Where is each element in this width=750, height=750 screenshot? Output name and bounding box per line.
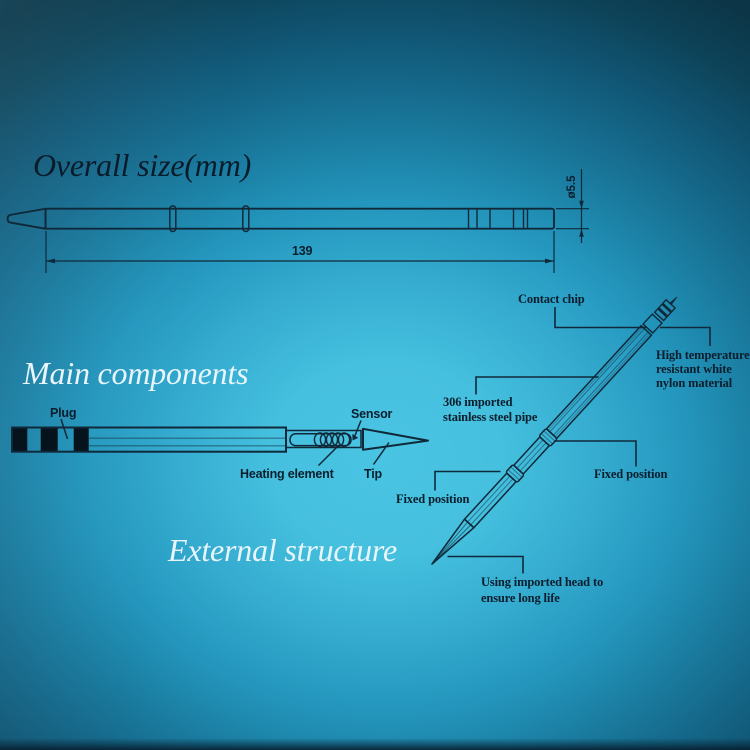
pipe-leader: [475, 376, 599, 395]
head-leader: [447, 555, 524, 574]
overall-size-drawing: [6, 169, 589, 273]
fixed-position-right-label: Fixed position: [594, 467, 668, 481]
sensor-label: Sensor: [351, 407, 393, 421]
section-title-overall-size: Overall size(mm): [33, 147, 252, 183]
segment-joints: [467, 209, 529, 228]
pipe-label-line1: 306 imported: [443, 395, 513, 409]
heating-element-label: Heating element: [240, 467, 334, 481]
sensor-arrowhead: [352, 433, 359, 441]
nylon-leader: [660, 326, 711, 346]
tip-pointer: [372, 442, 390, 465]
iron-tip-side-view: [6, 207, 47, 230]
length-dimension: [45, 231, 555, 273]
nylon-band: [642, 313, 663, 335]
diameter-dimension: [556, 169, 589, 243]
contact-chip-label: Contact chip: [518, 292, 585, 306]
external-structure-drawing: [431, 296, 711, 574]
tip-label: Tip: [364, 467, 382, 481]
section-title-main-components: Main components: [23, 355, 249, 391]
main-components-drawing: [11, 418, 429, 467]
contact-chip-leader: [554, 307, 646, 329]
fixed-right-leader: [554, 440, 637, 467]
diameter-dimension-label: ø5.5: [566, 175, 578, 199]
plug-label: Plug: [50, 406, 77, 420]
fixed-left-leader: [434, 470, 501, 491]
sensor-pointer: [354, 420, 362, 436]
heating-element-housing: [289, 433, 352, 447]
heater-coil: [313, 432, 351, 448]
nylon-label-line3: nylon material: [656, 376, 733, 390]
nylon-label-line2: resistant white: [656, 362, 732, 376]
section-title-external-structure: External structure: [168, 532, 397, 568]
diagonal-iron: [431, 296, 678, 565]
head-label-line2: ensure long life: [481, 590, 560, 605]
fixed-position-left-label: Fixed position: [396, 491, 470, 506]
oring-1: [169, 205, 177, 233]
iron-body-outline: [44, 207, 555, 230]
head-label-line1: Using imported head to: [481, 575, 604, 589]
plug-bands: [12, 427, 89, 452]
pipe-label-line2: stainless steel pipe: [443, 410, 538, 424]
tip-cone: [362, 427, 429, 451]
nylon-label-line1: High temperature: [656, 348, 750, 362]
heating-pointer: [317, 446, 338, 467]
leader-lines: [434, 307, 711, 574]
length-dimension-label: 139: [292, 244, 313, 258]
inner-sleeve: [285, 429, 362, 449]
oring-2: [242, 205, 250, 233]
plug-pointer: [60, 418, 69, 440]
